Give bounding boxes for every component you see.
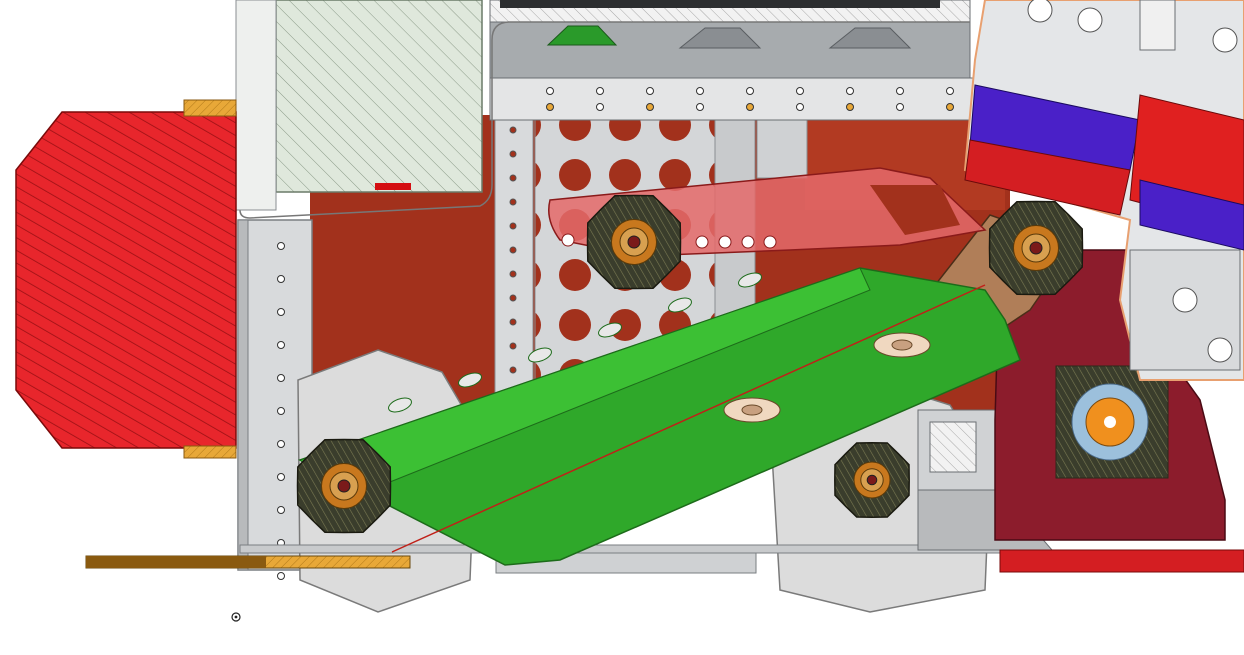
- top-right-mechanism: [963, 0, 1244, 381]
- frame-hole: [546, 103, 554, 111]
- frame-holes: [546, 87, 954, 111]
- rail-hole: [509, 150, 517, 158]
- channel-hole: [277, 308, 285, 316]
- frame-hole: [846, 87, 854, 95]
- frame-hole: [646, 87, 654, 95]
- origin-marker: [231, 612, 241, 622]
- rail-hole: [509, 198, 517, 206]
- green-arm: [298, 267, 1021, 566]
- puck-center: [891, 339, 913, 351]
- green-slot: [458, 372, 482, 388]
- green-slot: [388, 397, 412, 413]
- channel-hole: [277, 374, 285, 382]
- channel-hole: [277, 572, 285, 580]
- channel-hole: [277, 275, 285, 283]
- rail-hole: [509, 294, 517, 302]
- frame-hole: [696, 103, 704, 111]
- channel-hole: [277, 242, 285, 250]
- frame-hole: [946, 103, 954, 111]
- top-right-hole: [1027, 0, 1053, 23]
- frame-hole: [896, 87, 904, 95]
- linkage-hole: [695, 235, 709, 249]
- channel-hole: [277, 341, 285, 349]
- channel-hole: [277, 440, 285, 448]
- center-chassis-frame: [489, 0, 981, 121]
- green-slot: [598, 322, 622, 338]
- frame-hole: [546, 87, 554, 95]
- channel-holes: [277, 242, 285, 580]
- frame-hole: [596, 103, 604, 111]
- green-slot: [738, 272, 762, 288]
- rail-hole: [509, 126, 517, 134]
- top-right-hole: [1077, 7, 1103, 33]
- sprocket-axle: [337, 479, 351, 493]
- puck-center: [741, 404, 763, 416]
- rail-hole: [509, 222, 517, 230]
- linkage-hole: [718, 235, 732, 249]
- frame-hole: [796, 103, 804, 111]
- green-arm-slots: [388, 272, 762, 413]
- linkage-hole: [741, 235, 755, 249]
- linkage-hole: [561, 233, 575, 247]
- pivot-pucks: [723, 332, 931, 423]
- linkage-hole: [763, 235, 777, 249]
- frame-hole: [896, 103, 904, 111]
- frame-hole: [596, 87, 604, 95]
- top-right-hole: [1212, 27, 1238, 53]
- top-right-hole: [1207, 337, 1233, 363]
- frame-hole: [846, 103, 854, 111]
- channel-hole: [277, 407, 285, 415]
- left-motor: [15, 99, 237, 459]
- frame-hole: [796, 87, 804, 95]
- bottom-gold-bar: [85, 555, 411, 569]
- sprocket-axle: [1029, 241, 1043, 255]
- rail-hole: [509, 246, 517, 254]
- frame-hole: [696, 87, 704, 95]
- green-slot: [528, 347, 552, 363]
- top-right-holes: [1027, 0, 1238, 363]
- sprocket-axle: [866, 474, 878, 486]
- channel-hole: [277, 506, 285, 514]
- frame-hole: [746, 87, 754, 95]
- top-hatched-plate: [235, 0, 970, 219]
- rail-hole: [509, 366, 517, 374]
- rail-hole: [509, 270, 517, 278]
- sprockets: [296, 194, 1084, 534]
- top-right-hole: [1172, 287, 1198, 313]
- green-slot: [668, 297, 692, 313]
- frame-hole: [946, 87, 954, 95]
- rail-hole: [509, 174, 517, 182]
- right-gearbox: [994, 249, 1244, 573]
- channel-hole: [277, 473, 285, 481]
- rail-hole: [509, 318, 517, 326]
- rail-holes: [509, 126, 517, 398]
- frame-hole: [646, 103, 654, 111]
- frame-hole: [746, 103, 754, 111]
- sprocket-axle: [627, 235, 641, 249]
- linkage-holes: [561, 233, 777, 249]
- rail-hole: [509, 342, 517, 350]
